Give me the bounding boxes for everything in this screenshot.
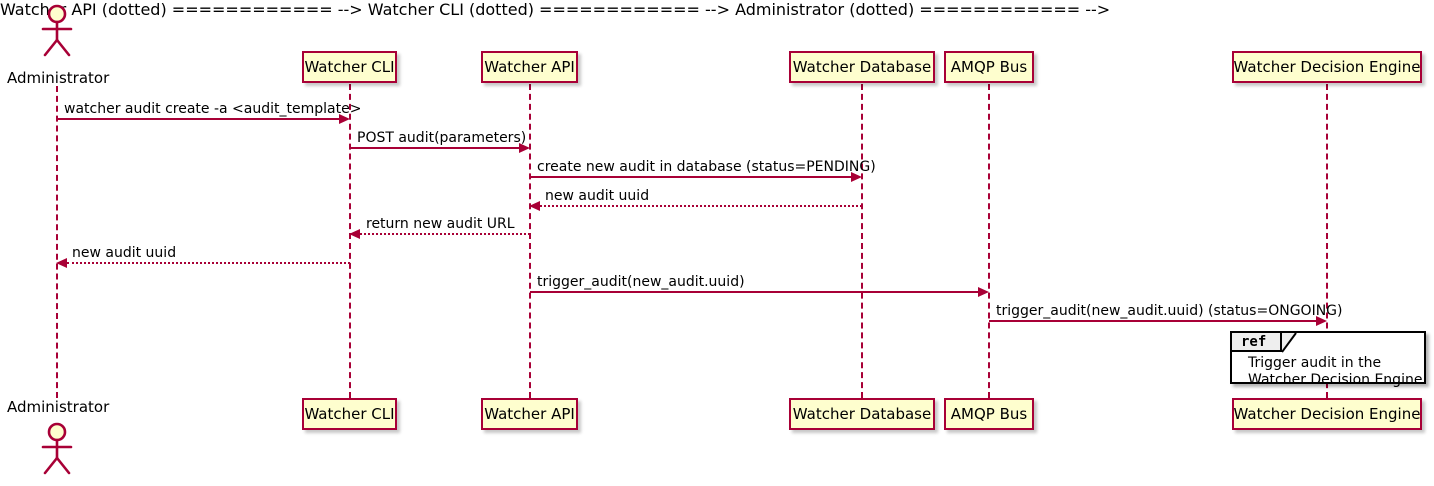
ref-fragment-body-line-1: Trigger audit in the [1248,355,1382,371]
participant-label: Watcher API [484,58,575,76]
message-arrowhead-4 [529,201,540,211]
participant-box-watcher-api-bottom[interactable]: Watcher API [481,398,578,430]
message-label-7: trigger_audit(new_audit.uuid) [537,274,745,290]
participant-label: Watcher Database [792,58,932,76]
participant-box-watcher-decision-engine-bottom[interactable]: Watcher Decision Engine [1232,398,1422,430]
participant-box-watcher-decision-engine-top[interactable]: Watcher Decision Engine [1232,51,1422,83]
participant-box-watcher-cli-bottom[interactable]: Watcher CLI [302,398,397,430]
message-arrowhead-8 [1316,316,1327,326]
message-label-6: new audit uuid [72,245,177,261]
participant-label: AMQP Bus [950,405,1028,423]
message-label-5: return new audit URL [366,216,515,232]
message-label-1: watcher audit create -a <audit_template> [64,101,362,117]
message-arrowhead-7 [978,287,989,297]
lifeline-watcher-cli [349,84,351,398]
ref-fragment-tab: ref [1232,333,1282,352]
participant-label: Watcher Database [792,405,932,423]
lifeline-amqp-bus [988,84,990,398]
participant-label: Watcher Decision Engine [1233,405,1421,423]
ref-fragment: ref Trigger audit in the Watcher Decisio… [1230,331,1426,388]
participant-box-watcher-database-bottom[interactable]: Watcher Database [789,398,935,430]
message-arrowhead-5 [349,229,360,239]
ref-fragment-body-line-2: Watcher Decision Engine [1248,372,1423,388]
message-arrowhead-3 [851,172,862,182]
ref-fragment-tab-notch-icon [1282,333,1297,353]
participant-box-amqp-bus-bottom[interactable]: AMQP Bus [944,398,1034,430]
message-arrowhead-2 [519,143,530,153]
message-label-2: POST audit(parameters) [357,130,527,146]
participant-label: AMQP Bus [950,58,1028,76]
message-arrowhead-1 [339,114,350,124]
participant-label: Watcher API [484,405,575,423]
message-line-4 [540,205,862,207]
actor-label-administrator-top: Administrator [7,69,110,87]
message-label-8: trigger_audit(new_audit.uuid) (status=ON… [996,303,1343,319]
message-line-5 [360,233,530,235]
participant-box-watcher-api-top[interactable]: Watcher API [481,51,578,83]
actor-label-administrator-bottom: Administrator [7,398,110,416]
actor-figure-icon [41,422,73,475]
actor-figure-icon [41,4,73,57]
message-line-6 [67,262,350,264]
message-line-8 [989,320,1316,322]
participant-label: Watcher Decision Engine [1233,58,1421,76]
lifeline-watcher-decision-engine [1326,84,1328,398]
actor-administrator-bottom [33,422,81,475]
participant-box-watcher-database-top[interactable]: Watcher Database [789,51,935,83]
participant-box-watcher-cli-top[interactable]: Watcher CLI [302,51,397,83]
message-label-4: new audit uuid [545,188,650,204]
actor-administrator-top [33,4,81,57]
lifeline-administrator [56,86,58,398]
message-label-3: create new audit in database (status=PEN… [537,159,876,175]
message-line-3 [530,176,851,178]
lifeline-watcher-api [529,84,531,398]
participant-box-amqp-bus-top[interactable]: AMQP Bus [944,51,1034,83]
message-line-2 [350,147,519,149]
participant-label: Watcher CLI [304,405,395,423]
participant-label: Watcher CLI [304,58,395,76]
message-arrowhead-6 [56,258,67,268]
message-line-7 [530,291,978,293]
lifeline-watcher-database [861,84,863,398]
message-line-1 [57,118,339,120]
ref-fragment-tab-label: ref [1241,333,1267,350]
